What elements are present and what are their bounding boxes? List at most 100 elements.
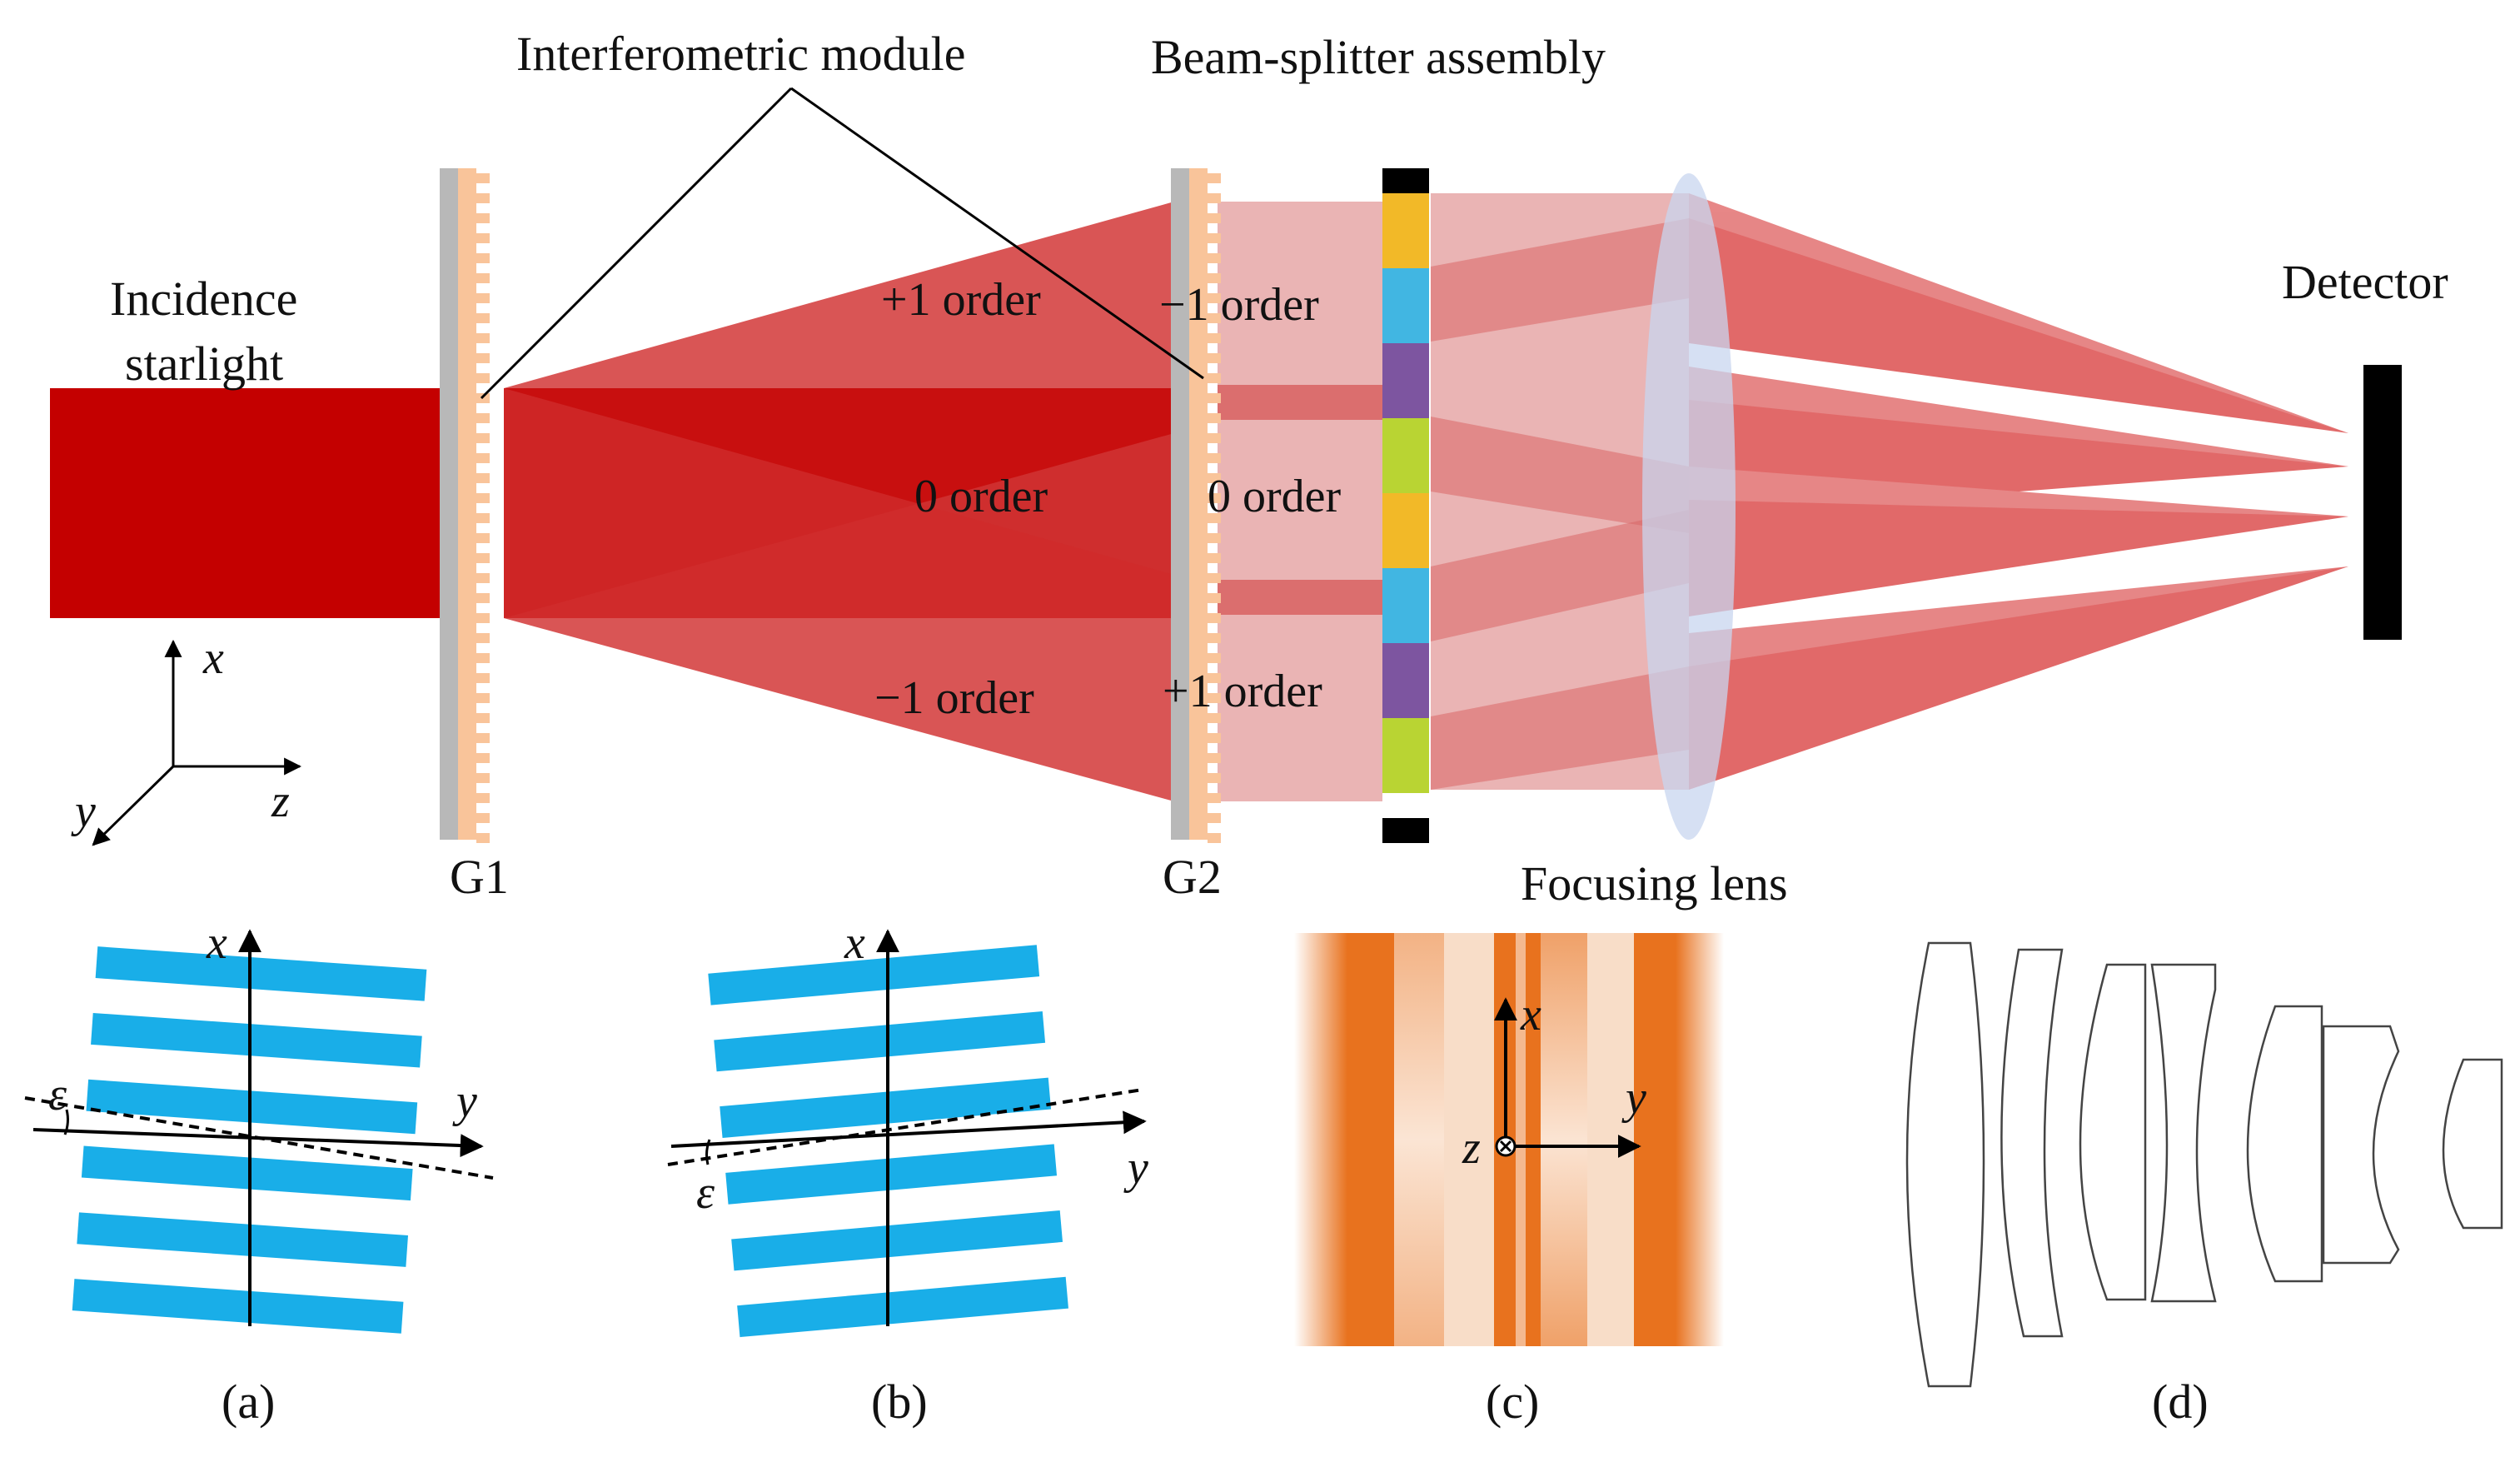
panel-c-z-label: z <box>1462 1122 1481 1174</box>
grating-stripe <box>72 1279 404 1334</box>
triad-z-label: z <box>271 776 290 827</box>
g2-label: G2 <box>1163 850 1222 904</box>
grating-tooth <box>1208 233 1221 243</box>
grating-tooth <box>1208 653 1221 663</box>
grating-tooth <box>476 673 490 683</box>
grating-tooth <box>476 713 490 723</box>
grating-tooth <box>1208 533 1221 543</box>
grating-tooth <box>1208 633 1221 643</box>
beam-splitter-stack <box>1382 168 1429 843</box>
grating-stripe <box>77 1212 409 1267</box>
plus1-order-left-label: +1 order <box>881 274 1041 326</box>
grating-stripe <box>714 1010 1046 1072</box>
panel-c-x-label: x <box>1520 989 1541 1040</box>
grating-tooth <box>1208 373 1221 383</box>
grating-tooth <box>1208 613 1221 623</box>
grating-tooth <box>476 413 490 423</box>
grating-stripe <box>81 1145 413 1201</box>
incident-beam <box>50 388 446 618</box>
grating-tooth <box>1208 453 1221 463</box>
grating-tooth <box>476 573 490 583</box>
grating-tooth <box>476 233 490 243</box>
incidence-label-line2: starlight <box>125 337 283 391</box>
grating-tooth <box>1208 593 1221 603</box>
grating-stripe <box>737 1276 1068 1338</box>
grating-tooth <box>476 373 490 383</box>
grating-tooth <box>476 693 490 703</box>
grating-tooth <box>476 353 490 363</box>
grating-tooth <box>1208 413 1221 423</box>
panel-c-y-label: y <box>1621 1072 1646 1124</box>
interferometric-module-label: Interferometric module <box>516 27 965 81</box>
grating-stripe <box>708 945 1040 1005</box>
panel-d-caption: (d) <box>2152 1375 2209 1429</box>
leader-lines <box>480 87 1204 400</box>
grating-tooth <box>1208 833 1221 843</box>
grating-tooth <box>476 313 490 323</box>
grating-tooth <box>1208 793 1221 803</box>
grating-tooth <box>476 833 490 843</box>
grating-tooth <box>476 813 490 823</box>
grating-tooth <box>1208 733 1221 743</box>
grating-stripe <box>95 946 427 1001</box>
grating-tooth <box>476 733 490 743</box>
grating-tooth <box>476 253 490 263</box>
focusing-lens <box>1642 173 1736 840</box>
panel-c-fringe-pattern <box>1294 933 1724 1346</box>
grating-stripe <box>731 1210 1063 1271</box>
grating-tooth <box>476 453 490 463</box>
panel-a-caption: (a) <box>222 1375 275 1429</box>
grating-tooth <box>1208 513 1221 523</box>
grating-tooth <box>476 653 490 663</box>
converging-beams <box>1689 193 2348 790</box>
grating-tooth <box>1208 473 1221 483</box>
zero-order-left-label: 0 order <box>914 471 1048 522</box>
panel-a-y-label: y <box>452 1075 477 1127</box>
grating-tooth <box>1208 173 1221 183</box>
grating-tooth <box>1208 433 1221 443</box>
grating-tooth <box>1208 813 1221 823</box>
focusing-lens-label: Focusing lens <box>1521 856 1788 911</box>
grating-tooth <box>1208 353 1221 363</box>
grating-tooth <box>476 193 490 203</box>
g1-label: G1 <box>450 850 509 904</box>
detector <box>2363 365 2402 640</box>
grating-tooth <box>476 553 490 563</box>
grating-tooth <box>476 333 490 343</box>
grating-tooth <box>476 433 490 443</box>
grating-tooth <box>476 293 490 303</box>
triad-y-label: y <box>71 786 96 837</box>
coordinate-triad <box>92 639 302 846</box>
grating-tooth <box>476 533 490 543</box>
incidence-label-line1: Incidence <box>110 272 297 326</box>
grating-tooth <box>476 173 490 183</box>
grating-tooth <box>476 793 490 803</box>
panel-b-y-label: y <box>1123 1142 1148 1194</box>
grating-tooth <box>476 493 490 503</box>
panel-b-epsilon-label: ε <box>696 1167 715 1219</box>
diffraction-fan <box>504 202 1174 801</box>
panel-d-lens-outlines <box>1905 941 2503 1388</box>
grating-tooth <box>1208 313 1221 323</box>
detector-label: Detector <box>2282 255 2448 309</box>
panel-c-caption: (c) <box>1486 1375 1539 1429</box>
grating-tooth <box>1208 713 1221 723</box>
panel-a-grating <box>24 929 494 1334</box>
grating-stripe <box>91 1012 422 1068</box>
grating-tooth <box>476 773 490 783</box>
zero-order-right-label: 0 order <box>1208 471 1342 522</box>
grating-tooth <box>476 213 490 223</box>
grating-tooth <box>1208 333 1221 343</box>
beam-splitter-assembly-label: Beam-splitter assembly <box>1151 30 1606 84</box>
grating-tooth <box>1208 293 1221 303</box>
grating-tooth <box>1208 273 1221 283</box>
grating-tooth <box>1208 673 1221 683</box>
grating-stripe <box>720 1077 1052 1139</box>
minus1-order-right-label: −1 order <box>1159 279 1319 331</box>
panel-b-grating <box>667 929 1147 1338</box>
grating-tooth <box>1208 553 1221 563</box>
grating-tooth <box>1208 573 1221 583</box>
minus1-order-left-label: −1 order <box>874 672 1034 724</box>
